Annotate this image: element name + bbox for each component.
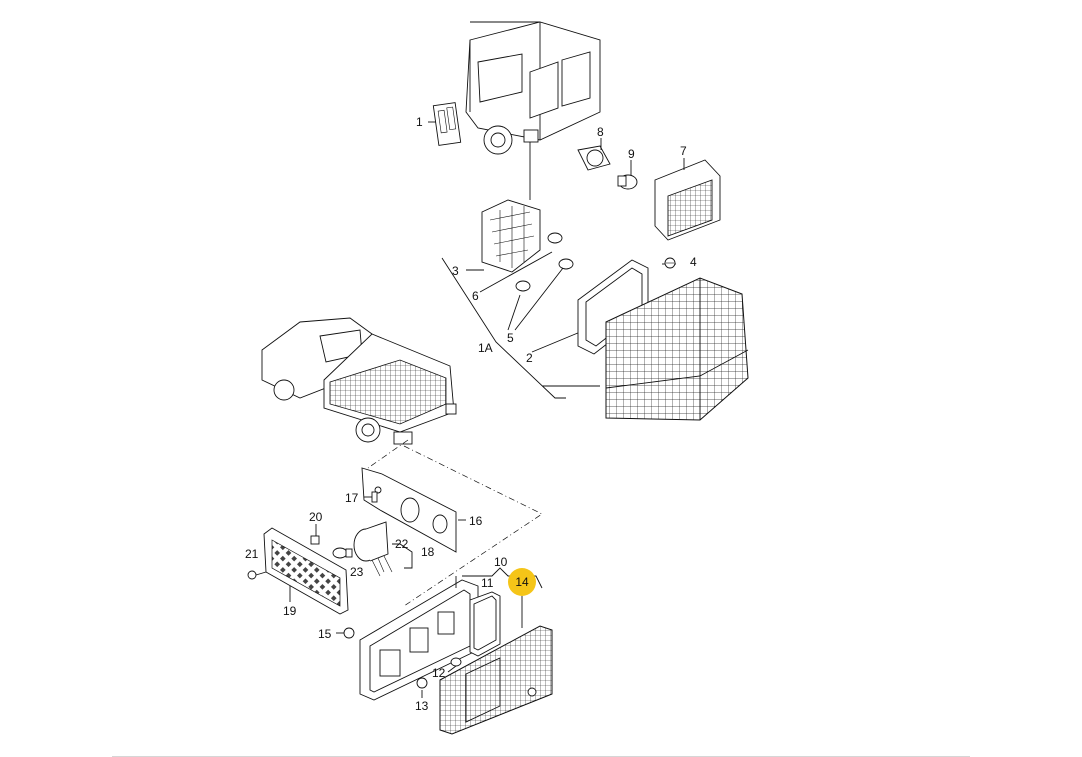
- label-18: 18: [421, 545, 435, 559]
- part-1-plate: [428, 102, 462, 146]
- label-7: 7: [680, 144, 687, 158]
- part-labels: 1 8 9 7 4 3 6 5 1A 2 17 16 20 22 18 21 2…: [245, 115, 697, 713]
- label-21: 21: [245, 547, 259, 561]
- label-22: 22: [395, 537, 409, 551]
- leader-lines: [441, 251, 676, 399]
- callout-14-highlight[interactable]: 14: [508, 568, 536, 596]
- label-8: 8: [597, 125, 604, 139]
- label-6: 6: [472, 289, 479, 303]
- van-illustration: [465, 21, 601, 200]
- label-20: 20: [309, 510, 323, 524]
- label-10: 10: [494, 555, 508, 569]
- part-21-screw: [247, 570, 267, 580]
- part-12-bulb: [447, 657, 462, 673]
- label-11: 11: [481, 576, 494, 590]
- part-20-clip: [310, 524, 320, 545]
- part-19-lens: [263, 527, 349, 615]
- leader-line-10: [462, 567, 543, 589]
- label-14: 14: [515, 575, 529, 589]
- label-3: 3: [452, 264, 459, 278]
- label-1: 1: [416, 115, 423, 129]
- label-17: 17: [345, 491, 359, 505]
- label-13: 13: [415, 699, 429, 713]
- part-2-gasket: [577, 259, 649, 355]
- part-22-socket: [353, 521, 413, 577]
- label-4: 4: [690, 255, 697, 269]
- pickup-truck-illustration: [261, 317, 457, 445]
- label-2: 2: [526, 351, 533, 365]
- label-9: 9: [628, 147, 635, 161]
- label-23: 23: [350, 565, 364, 579]
- part-7-side-lamp: [654, 158, 721, 241]
- label-1a: 1A: [478, 341, 493, 355]
- part-15-screw: [336, 627, 355, 639]
- part-11-gasket: [469, 591, 501, 657]
- label-12: 12: [432, 666, 446, 680]
- part-8-bulb-holder: [577, 138, 611, 171]
- part-14-lens[interactable]: [439, 596, 553, 735]
- part-10-lamp-housing: [359, 576, 479, 701]
- label-15: 15: [318, 627, 332, 641]
- part-23-bulb: [332, 547, 353, 559]
- part-16-bracket: [361, 467, 466, 553]
- part-17-screw: [364, 491, 378, 503]
- part-4-screw: [664, 257, 676, 269]
- dash-center-lines: [367, 439, 543, 607]
- label-5: 5: [507, 331, 514, 345]
- label-16: 16: [469, 514, 483, 528]
- label-19: 19: [283, 604, 297, 618]
- part-9-bulb: [617, 160, 638, 190]
- tail-lamp-large-lens: [605, 277, 749, 421]
- part-13-bulb: [416, 677, 428, 698]
- part-3-bulb-carrier: [466, 199, 574, 292]
